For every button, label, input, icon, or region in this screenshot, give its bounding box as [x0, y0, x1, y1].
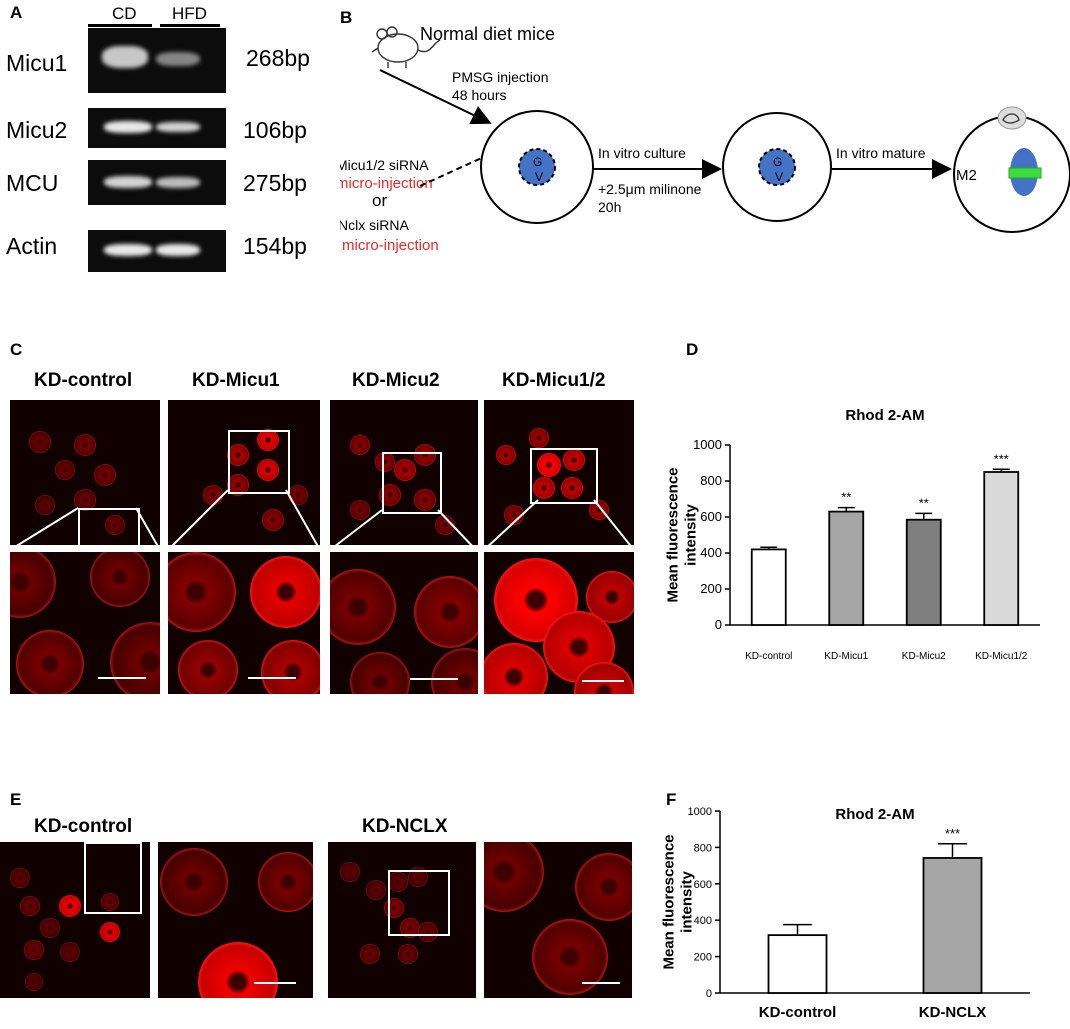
micro1-label: micro-injection — [340, 175, 433, 192]
lane-label-cd: CD — [112, 4, 137, 23]
injection-dashed-line — [419, 155, 487, 187]
y-tick-label: 0 — [706, 988, 712, 1000]
gel-micu2 — [88, 108, 226, 148]
gv2-v: V — [775, 170, 783, 184]
y-tick-label: 800 — [694, 842, 712, 854]
y-tick-label: 200 — [700, 581, 722, 596]
bar-kd-nclx — [922, 857, 983, 994]
x-tick-label: KD-Micu1/2 — [975, 651, 1028, 662]
lane-line-cd — [88, 24, 152, 27]
cond-kd-micu12: KD-Micu1/2 — [502, 370, 606, 391]
sirna1-label: Micu1/2 siRNA — [340, 157, 429, 173]
significance-mark: ** — [841, 490, 851, 505]
sirna2-label: Nclx siRNA — [340, 217, 409, 233]
x-tick-label: KD-Micu2 — [902, 651, 946, 662]
panel-label-b: B — [340, 8, 353, 27]
spindle-plate — [1008, 167, 1042, 179]
size-label-actin: 154bp — [243, 233, 307, 259]
gene-label-mcu: MCU — [6, 170, 59, 196]
micrograph-e-kd-control-zoom — [158, 842, 313, 998]
micrograph-kd-micu1-zoom — [168, 552, 320, 694]
gel-actin — [88, 230, 226, 272]
y-tick-label: 400 — [700, 545, 722, 560]
micro2-label: micro-injection — [342, 237, 439, 254]
y-tick-label: 1000 — [693, 437, 722, 452]
micrograph-kd-micu2-overview — [330, 400, 478, 545]
significance-mark: ** — [919, 495, 929, 510]
gv-nucleus-2 — [758, 148, 796, 186]
m2-label: M2 — [956, 167, 977, 184]
micrograph-kd-micu12-zoom — [484, 552, 634, 694]
milrinone-label: +2.5μm milinone — [598, 181, 702, 197]
panel-label-e: E — [10, 790, 22, 809]
gel-micu1 — [88, 28, 226, 93]
significance-mark: *** — [994, 451, 1009, 466]
significance-mark: *** — [945, 826, 960, 841]
micrograph-kd-micu12-overview — [484, 400, 634, 545]
size-label-mcu: 275bp — [243, 170, 307, 196]
y-tick-label: 200 — [694, 952, 712, 964]
time-label: 20h — [598, 199, 621, 215]
gv2-g: G — [773, 155, 782, 169]
x-tick-label: KD-NCLX — [919, 1004, 987, 1021]
chart-title: Rhod 2-AM — [835, 806, 914, 823]
y-tick-label: 600 — [700, 509, 722, 524]
x-tick-label: KD-control — [745, 651, 792, 662]
cond-e-kd-control: KD-control — [34, 816, 133, 837]
gv1-v: V — [535, 170, 543, 184]
lane-label-hfd: HFD — [172, 4, 207, 23]
gene-label-actin: Actin — [6, 233, 58, 259]
micrograph-kd-micu2-zoom — [330, 552, 478, 694]
micrograph-e-kd-control-overview — [0, 842, 150, 998]
micrograph-kd-control-overview — [10, 400, 160, 545]
y-tick-label: 800 — [700, 473, 722, 488]
or-label: or — [372, 191, 387, 210]
y-axis-label: Mean fluorescenceintensity — [665, 467, 700, 602]
mouse-icon — [371, 26, 441, 68]
chart-title: Rhod 2-AM — [845, 407, 924, 424]
hours-label: 48 hours — [452, 87, 506, 103]
panel-label-f: F — [666, 790, 677, 809]
y-tick-label: 400 — [694, 915, 712, 927]
bar-kd-control — [750, 548, 787, 626]
size-label-micu1: 268bp — [246, 45, 310, 71]
micrograph-kd-control-zoom — [10, 552, 160, 694]
mouse-label: Normal diet mice — [420, 24, 555, 44]
panel-label-a: A — [10, 3, 23, 22]
pmsg-label: PMSG injection — [452, 69, 548, 85]
lane-line-hfd — [160, 24, 220, 27]
size-label-micu2: 106bp — [243, 117, 307, 143]
mature-label: In vitro mature — [836, 145, 926, 161]
bar-kd-control — [767, 934, 828, 994]
pmsg-arrow — [379, 69, 492, 125]
cond-kd-micu2: KD-Micu2 — [352, 370, 440, 391]
panel-label-d: D — [686, 340, 699, 359]
panel-label-c: C — [10, 340, 23, 359]
bar-chart-d: Rhod 2-AM Mean fluorescenceintensity 0 200 4… — [665, 407, 1040, 662]
bar-kd-micu1-2 — [983, 471, 1020, 626]
y-tick-label: 0 — [715, 617, 722, 632]
cond-kd-control: KD-control — [34, 370, 133, 391]
micrograph-e-kd-nclx-overview — [328, 842, 476, 998]
polar-body-icon — [997, 106, 1027, 130]
culture-label: In vitro culture — [598, 145, 686, 161]
gene-label-micu2: Micu2 — [6, 117, 68, 143]
micrograph-kd-micu1-overview — [168, 400, 320, 545]
schematic-diagram: Normal diet mice PMSG injection 48 hours… — [340, 24, 1070, 254]
x-tick-label: KD-control — [759, 1004, 837, 1021]
micrograph-e-kd-nclx-zoom — [484, 842, 632, 998]
bar-kd-micu2 — [905, 518, 942, 626]
y-tick-label: 600 — [694, 879, 712, 891]
gel-mcu — [88, 160, 226, 205]
y-tick-label: 1000 — [688, 806, 712, 818]
bar-chart-f: Rhod 2-AM Mean fluorescenceintensity 0 200 4… — [661, 806, 1030, 1021]
x-tick-label: KD-Micu1 — [824, 651, 868, 662]
cond-kd-micu1: KD-Micu1 — [192, 370, 280, 391]
cond-e-kd-nclx: KD-NCLX — [362, 816, 448, 837]
gv1-g: G — [533, 155, 542, 169]
gene-label-micu1: Micu1 — [6, 50, 68, 76]
gv-nucleus-1 — [518, 148, 556, 186]
bar-kd-micu1 — [828, 510, 865, 626]
y-axis-label: Mean fluorescenceintensity — [661, 834, 696, 969]
